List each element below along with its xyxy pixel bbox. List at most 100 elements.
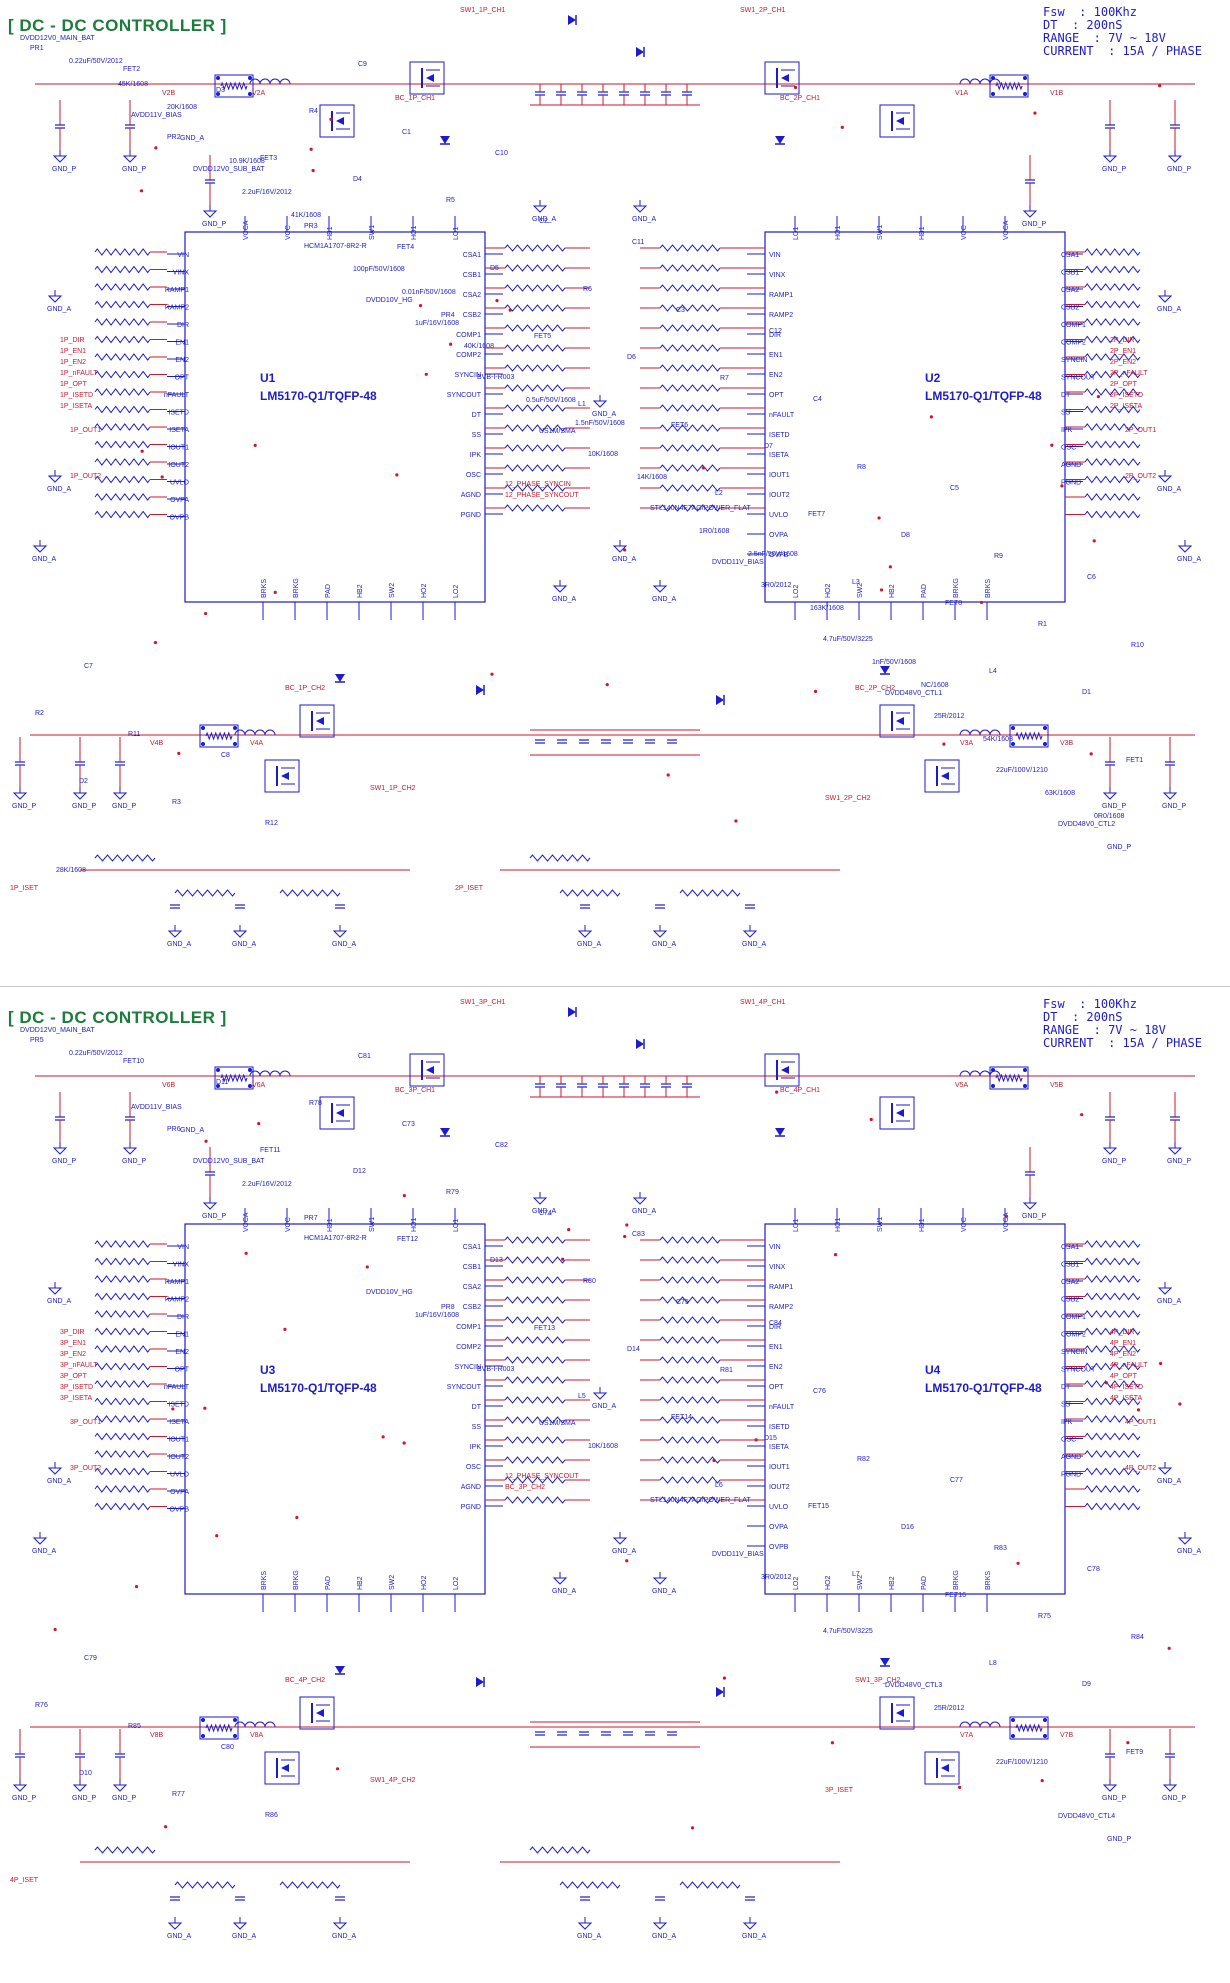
resistor: [504, 1236, 566, 1244]
component-value: BVB-I-R003: [477, 1366, 514, 1373]
resistor: [94, 1275, 151, 1283]
resistor: [94, 1292, 151, 1301]
shunt-pin: [1011, 726, 1015, 730]
resistor: [94, 1380, 151, 1388]
net-label: 2P_ISET: [455, 885, 484, 892]
component-ref: FET14: [671, 1414, 692, 1421]
component-ref: D2: [79, 778, 88, 785]
ground-label: GND_P: [202, 1213, 226, 1220]
ground-label: GND_A: [592, 1403, 616, 1410]
junction-dot: [1040, 1778, 1044, 1783]
diode-icon: [335, 1666, 345, 1674]
ground-label: GND_A: [632, 1208, 656, 1215]
net-label: 1P_nFAULT: [60, 370, 98, 377]
component-ref: C3: [676, 307, 685, 314]
resistor: [279, 1881, 341, 1889]
net-label: SW1_4P_CH2: [370, 1777, 416, 1784]
ground-label: GND_A: [167, 941, 191, 948]
resistor: [504, 1476, 566, 1484]
resistor: [1084, 318, 1141, 326]
ic-pin-name: LO1: [793, 227, 800, 240]
mosfet-arrow: [941, 1764, 949, 1772]
ic-pin-name: HB2: [889, 1576, 896, 1590]
ic-pin-name: DIR: [177, 322, 189, 329]
ic-part-number: LM5170-Q1/TQFP-48: [260, 389, 377, 403]
ic-pin-name: OPT: [769, 1384, 784, 1391]
resistor: [94, 353, 151, 361]
ground-icon: [202, 1202, 218, 1210]
ic-pin-name: VINX: [173, 1262, 190, 1269]
ic-pin-name: DT: [472, 412, 482, 419]
ground-icon: [47, 1467, 63, 1475]
resistor: [220, 1073, 248, 1083]
component-value: 3R0/2012: [761, 1574, 791, 1581]
diode-icon: [568, 1007, 576, 1017]
mosfet-body: [409, 1053, 445, 1087]
component-value: DVDD48V0_CTL4: [1058, 1813, 1115, 1820]
junction-dot: [979, 600, 984, 605]
ground-label: GND_A: [1157, 1478, 1181, 1485]
ic-pin-name: COMP1: [456, 332, 481, 339]
ic-pin-name: BRKS: [261, 1571, 268, 1590]
ic-pin-name: EN2: [175, 357, 189, 364]
component-ref: R85: [128, 1723, 141, 1730]
net-label: BC_2P_CH1: [780, 95, 820, 102]
ground-label: GND_A: [652, 1933, 676, 1940]
resistor: [1084, 1397, 1141, 1406]
component-ref: C6: [1087, 574, 1096, 581]
resistor: [94, 405, 151, 414]
resistor: [1084, 440, 1141, 449]
component-ref: PR2: [167, 134, 181, 141]
net-label: 3P_ISET: [825, 1787, 854, 1794]
component-ref: R80: [583, 1278, 596, 1285]
ic-pin-name: ISETA: [769, 1444, 789, 1451]
junction-dot: [160, 475, 164, 479]
ground-icon: [532, 205, 548, 213]
ic-pin-name: BRKS: [261, 579, 268, 598]
shunt-pin: [1011, 742, 1015, 746]
net-label: 12_PHASE_SYNCOUT: [505, 1473, 579, 1480]
junction-dot: [1080, 1113, 1084, 1117]
net-label: V1B: [1050, 90, 1064, 97]
resistor: [659, 1296, 721, 1304]
junction-dot: [215, 1534, 219, 1538]
ic-pin-name: COMP2: [456, 1344, 481, 1351]
net-label: V8A: [250, 1732, 264, 1739]
ground-label: GND_P: [12, 1795, 36, 1802]
ground-label: GND_A: [652, 941, 676, 948]
resistor: [659, 1456, 721, 1464]
resistor: [94, 1846, 156, 1854]
resistor: [659, 464, 721, 472]
component-value: NC/1608: [921, 682, 949, 689]
component-value: DVDD11V_BIAS: [712, 1551, 764, 1558]
component-ref: C75: [676, 1299, 689, 1306]
junction-dot: [1092, 539, 1096, 543]
component-ref: D7: [764, 443, 773, 450]
ic-pin-name: SS: [1061, 1402, 1071, 1409]
junction-dot: [625, 1223, 629, 1227]
junction-dot: [309, 147, 313, 151]
resistor: [504, 464, 566, 472]
component-ref: R2: [35, 710, 44, 717]
ground-icon: [742, 930, 758, 938]
diode-icon: [716, 695, 724, 705]
resistor: [1084, 510, 1141, 519]
ic-pin-name: DT: [472, 1404, 482, 1411]
component-ref: R4: [309, 108, 318, 115]
junction-dot: [1158, 84, 1162, 88]
shunt-pin: [1011, 1734, 1015, 1738]
component-value: HCM1A1707-8R2-R: [304, 243, 367, 250]
resistor: [94, 475, 151, 484]
resistor: [504, 284, 566, 292]
component-ref: D10: [79, 1770, 92, 1777]
junction-dot: [623, 1234, 627, 1239]
ground-icon: [1157, 1287, 1173, 1295]
ic-pin-name: COMP2: [1061, 340, 1086, 347]
ic-pin-name: LO1: [793, 1219, 800, 1232]
shunt-resistor: [214, 1066, 254, 1090]
ic-pin-name: RAMP2: [769, 1304, 793, 1311]
component-ref: C73: [402, 1121, 415, 1128]
ground-icon: [52, 155, 68, 163]
ic-pin-name: PAD: [325, 1576, 332, 1590]
shunt-pin: [248, 1084, 252, 1088]
